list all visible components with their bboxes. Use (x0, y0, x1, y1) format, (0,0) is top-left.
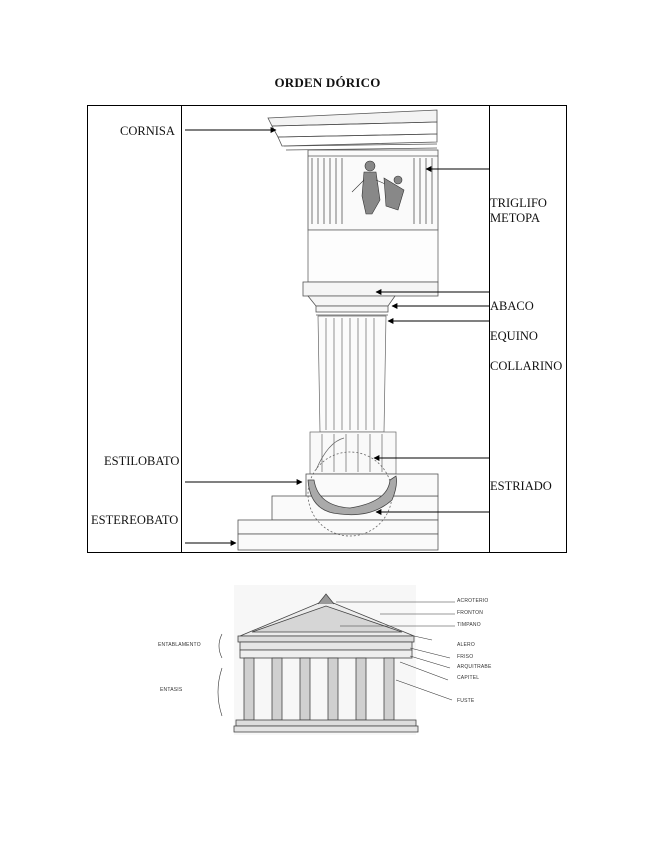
doric-order-frame (87, 105, 567, 553)
label-fuste: FUSTE (457, 698, 475, 704)
label-equino: EQUINO (490, 329, 538, 343)
label-metopa: METOPA (490, 211, 541, 225)
right-divider (489, 105, 490, 553)
label-triglifo: TRIGLIFO (490, 196, 547, 210)
flute-section-drawing (307, 451, 397, 537)
label-acroterio: ACROTERIO (457, 598, 489, 604)
fluted-shaft-drawing (309, 315, 397, 475)
label-entasis: ENTASIS (160, 687, 183, 693)
label-alero: ALERO (457, 642, 475, 648)
page-title: ORDEN DÓRICO (274, 75, 381, 90)
label-arquitrabe: ARQUITRABE (457, 664, 492, 670)
architrave-drawing (307, 229, 439, 283)
label-timpano: TIMPANO (457, 622, 481, 628)
metope-relief-drawing (351, 160, 405, 215)
label-friso: FRISO (457, 654, 474, 660)
label-abaco: ABACO (490, 299, 534, 313)
label-estriado: ESTRIADO (490, 479, 552, 493)
label-estereobato: ESTEREOBATO (91, 513, 179, 527)
label-collarino: COLLARINO (490, 359, 563, 373)
label-fronton: FRONTON (457, 610, 484, 616)
temple-leader-lines (217, 601, 455, 717)
top-leader-arrows (185, 127, 489, 546)
capital-drawing (302, 281, 439, 316)
label-estilobato: ESTILOBATO (104, 454, 180, 468)
left-divider (181, 105, 182, 553)
temple-elevation-drawing (233, 585, 419, 735)
cornice-drawing (267, 109, 438, 151)
label-cornisa: CORNISA (120, 124, 175, 138)
label-entablamento: ENTABLAMENTO (158, 642, 201, 648)
label-capitel: CAPITEL (457, 675, 480, 681)
